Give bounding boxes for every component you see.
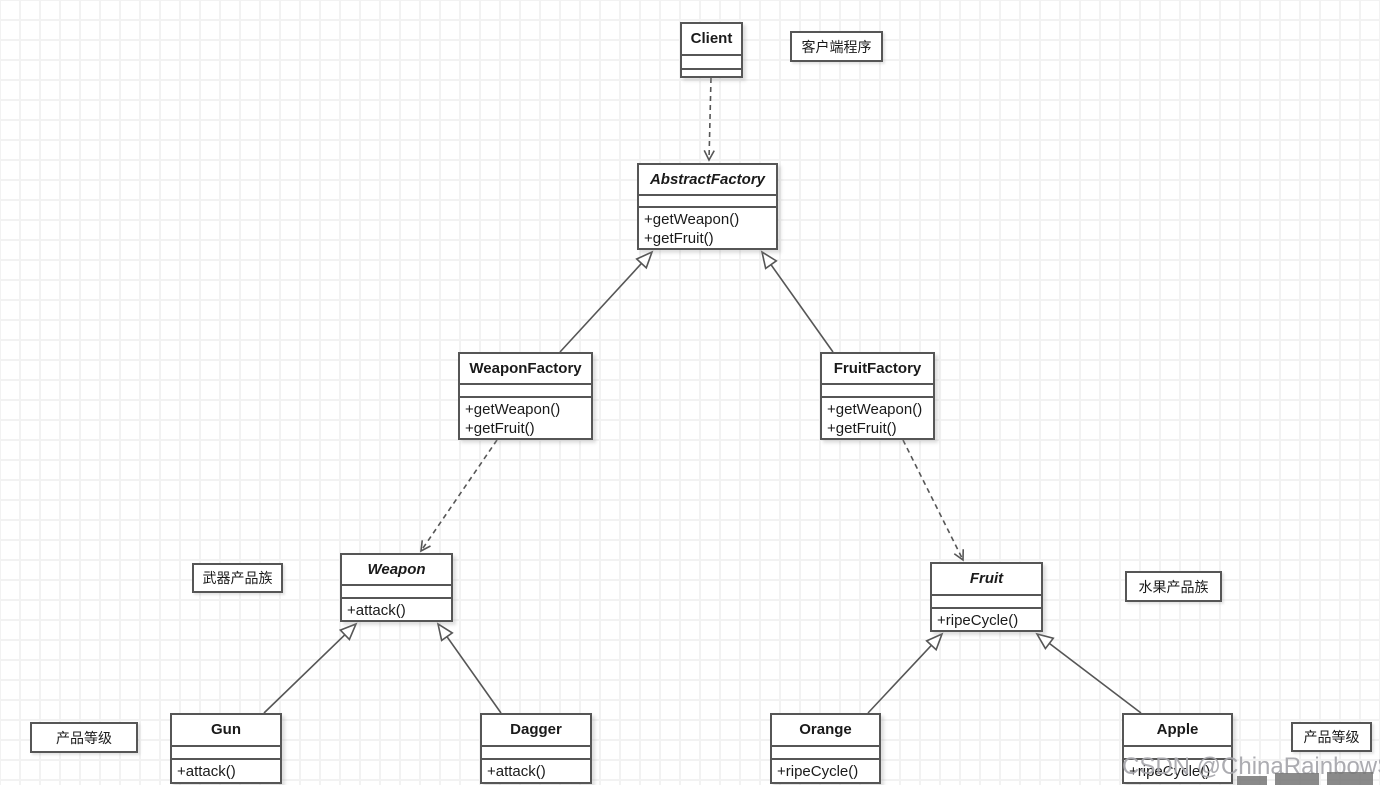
class-title: Orange xyxy=(772,715,879,747)
class-title: FruitFactory xyxy=(822,354,933,386)
class-methods-compartment: +getWeapon() +getFruit() xyxy=(465,401,561,437)
edge-orange-fruit-generalization[interactable] xyxy=(867,632,944,714)
class-methods-compartment: +getWeapon() +getFruit() xyxy=(827,401,923,437)
class-title: Gun xyxy=(172,715,280,747)
edge-weaponfactory-abstractfactory-generalization[interactable] xyxy=(559,250,654,353)
cropped-watermark-fragment xyxy=(1275,773,1319,785)
edge-apple-fruit-generalization[interactable] xyxy=(1035,632,1142,714)
class-attributes-compartment xyxy=(932,596,1041,609)
class-weapon-factory[interactable]: WeaponFactory +getWeapon() +getFruit() xyxy=(458,352,593,440)
edge-fruitfactory-fruit-dependency[interactable] xyxy=(902,439,965,562)
note-weapon-product-family[interactable]: 武器产品族 xyxy=(192,563,283,593)
class-methods-compartment: +attack() xyxy=(347,602,406,619)
class-title: Client xyxy=(682,24,741,56)
class-dagger[interactable]: Dagger +attack() xyxy=(480,713,592,784)
note-product-level-right[interactable]: 产品等级 xyxy=(1291,722,1372,752)
class-gun[interactable]: Gun +attack() xyxy=(170,713,282,784)
class-fruit-factory[interactable]: FruitFactory +getWeapon() +getFruit() xyxy=(820,352,935,440)
class-attributes-compartment xyxy=(460,385,591,398)
class-methods-compartment: +getWeapon() +getFruit() xyxy=(644,211,740,247)
edge-weaponfactory-weapon-dependency[interactable] xyxy=(420,439,498,553)
class-methods-compartment: +ripeCycle() xyxy=(777,763,859,780)
class-attributes-compartment xyxy=(682,56,741,70)
class-title: Dagger xyxy=(482,715,590,747)
edge-gun-weapon-generalization[interactable] xyxy=(263,622,358,714)
class-title: Apple xyxy=(1124,715,1231,747)
class-title: Fruit xyxy=(932,564,1041,596)
class-methods-compartment xyxy=(682,70,741,76)
note-product-level-left[interactable]: 产品等级 xyxy=(30,722,138,753)
class-attributes-compartment xyxy=(772,747,879,760)
class-title: Weapon xyxy=(342,555,451,587)
edge-fruitfactory-abstractfactory-generalization[interactable] xyxy=(760,250,834,353)
class-attributes-compartment xyxy=(342,586,451,599)
class-attributes-compartment xyxy=(639,196,776,208)
class-attributes-compartment xyxy=(482,747,590,760)
class-attributes-compartment xyxy=(822,385,933,398)
class-fruit[interactable]: Fruit +ripeCycle() xyxy=(930,562,1043,632)
note-fruit-product-family[interactable]: 水果产品族 xyxy=(1125,571,1222,602)
class-attributes-compartment xyxy=(1124,747,1231,760)
edge-dagger-weapon-generalization[interactable] xyxy=(436,622,502,714)
class-weapon[interactable]: Weapon +attack() xyxy=(340,553,453,622)
class-orange[interactable]: Orange +ripeCycle() xyxy=(770,713,881,784)
cropped-watermark-fragment xyxy=(1327,772,1373,785)
class-methods-compartment: +attack() xyxy=(487,763,546,780)
class-methods-compartment: +ripeCycle() xyxy=(1129,763,1211,780)
class-abstract-factory[interactable]: AbstractFactory +getWeapon() +getFruit() xyxy=(637,163,778,250)
edge-client-abstractfactory-dependency[interactable] xyxy=(703,77,715,162)
class-apple[interactable]: Apple +ripeCycle() xyxy=(1122,713,1233,784)
class-attributes-compartment xyxy=(172,747,280,760)
class-title: AbstractFactory xyxy=(639,165,776,196)
note-client-program[interactable]: 客户端程序 xyxy=(790,31,883,62)
class-client[interactable]: Client xyxy=(680,22,743,78)
class-methods-compartment: +attack() xyxy=(177,763,236,780)
cropped-watermark-fragment xyxy=(1237,776,1267,785)
class-methods-compartment: +ripeCycle() xyxy=(937,612,1019,629)
class-title: WeaponFactory xyxy=(460,354,591,386)
